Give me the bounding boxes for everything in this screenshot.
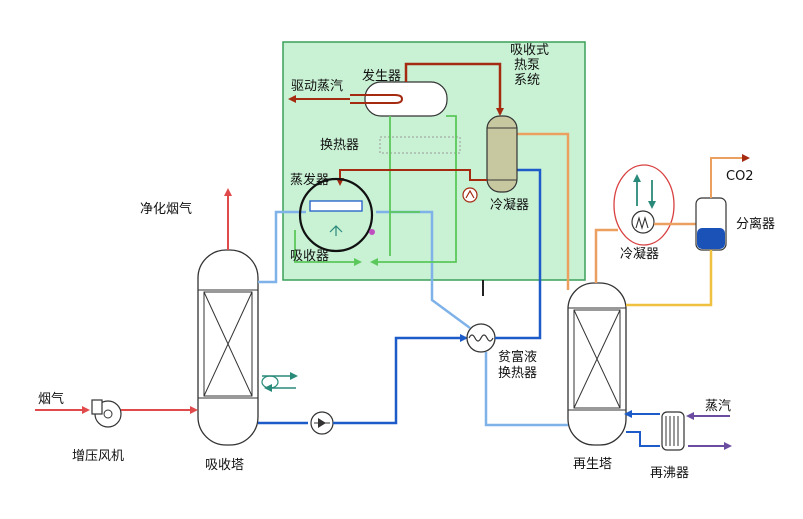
label-lean-rich-hx-1: 贫富液 [498, 350, 538, 365]
label-absorption-tower: 吸收塔 [205, 458, 245, 473]
label-drive-steam: 驱动蒸汽 [291, 79, 344, 94]
heat-exchanger-icon [466, 323, 496, 353]
lean-return-absorber-line [258, 210, 306, 284]
reboiler-icon [661, 411, 685, 451]
lean-liquid-line [484, 352, 568, 427]
regen-to-reboiler [626, 431, 660, 447]
hp-green-line-2 [370, 115, 457, 266]
rich-to-regen-line [495, 166, 542, 340]
condenser-coil-icon [631, 210, 655, 234]
label-evaporator: 蒸发器 [290, 173, 330, 188]
label-reboiler: 再沸器 [650, 466, 690, 481]
regen-overhead-line [516, 132, 570, 290]
label-lean-rich-hx-2: 换热器 [498, 366, 538, 381]
label-condenser-pump: 冷凝器 [490, 198, 530, 213]
label-heat-pump-system-1: 吸收式 [510, 43, 550, 58]
generator-vapor-line [404, 62, 504, 116]
hp-refrigerant-loop [336, 169, 487, 186]
pump-icon [310, 411, 334, 435]
condenser-highlight [613, 164, 675, 246]
separator-vessel [695, 197, 727, 251]
label-separator: 分离器 [736, 217, 776, 232]
absorber-spray-icon [329, 225, 343, 236]
packing-cross-icon [203, 291, 253, 397]
label-clean-flue-gas: 净化烟气 [140, 202, 193, 217]
co2-outlet-line [710, 154, 750, 198]
packing-cross-icon [573, 309, 621, 409]
hp-heat-exchanger [379, 136, 461, 154]
regeneration-tower [567, 282, 627, 446]
rich-to-hx-line [333, 334, 468, 425]
absorber-outlet-dot [369, 229, 375, 235]
evaporator-coil [309, 200, 363, 212]
absorption-tower [197, 249, 259, 446]
label-steam: 蒸汽 [705, 399, 732, 414]
label-heat-pump-system-3: 系统 [514, 73, 541, 88]
hp-absorber-evaporator [298, 177, 374, 253]
label-flue-gas: 烟气 [38, 392, 65, 407]
refrigerant-pump-icon [462, 187, 478, 203]
fan-icon [91, 399, 122, 428]
pump-condenser-vessel [486, 115, 518, 193]
label-generator: 发生器 [362, 69, 402, 84]
regen-to-condenser-line [594, 228, 618, 283]
label-regen-tower: 再生塔 [573, 457, 613, 472]
label-absorber: 吸收器 [290, 249, 330, 264]
label-heat-exchanger: 换热器 [320, 138, 360, 153]
label-co2: CO2 [726, 169, 754, 184]
hp-green-line-3 [294, 230, 362, 266]
label-condenser-right: 冷凝器 [620, 247, 660, 262]
label-booster-fan: 增压风机 [72, 449, 125, 464]
label-heat-pump-system-2: 热泵 [514, 58, 541, 73]
side-cooler-icon [261, 372, 298, 392]
separator-reflux-line [626, 250, 713, 307]
